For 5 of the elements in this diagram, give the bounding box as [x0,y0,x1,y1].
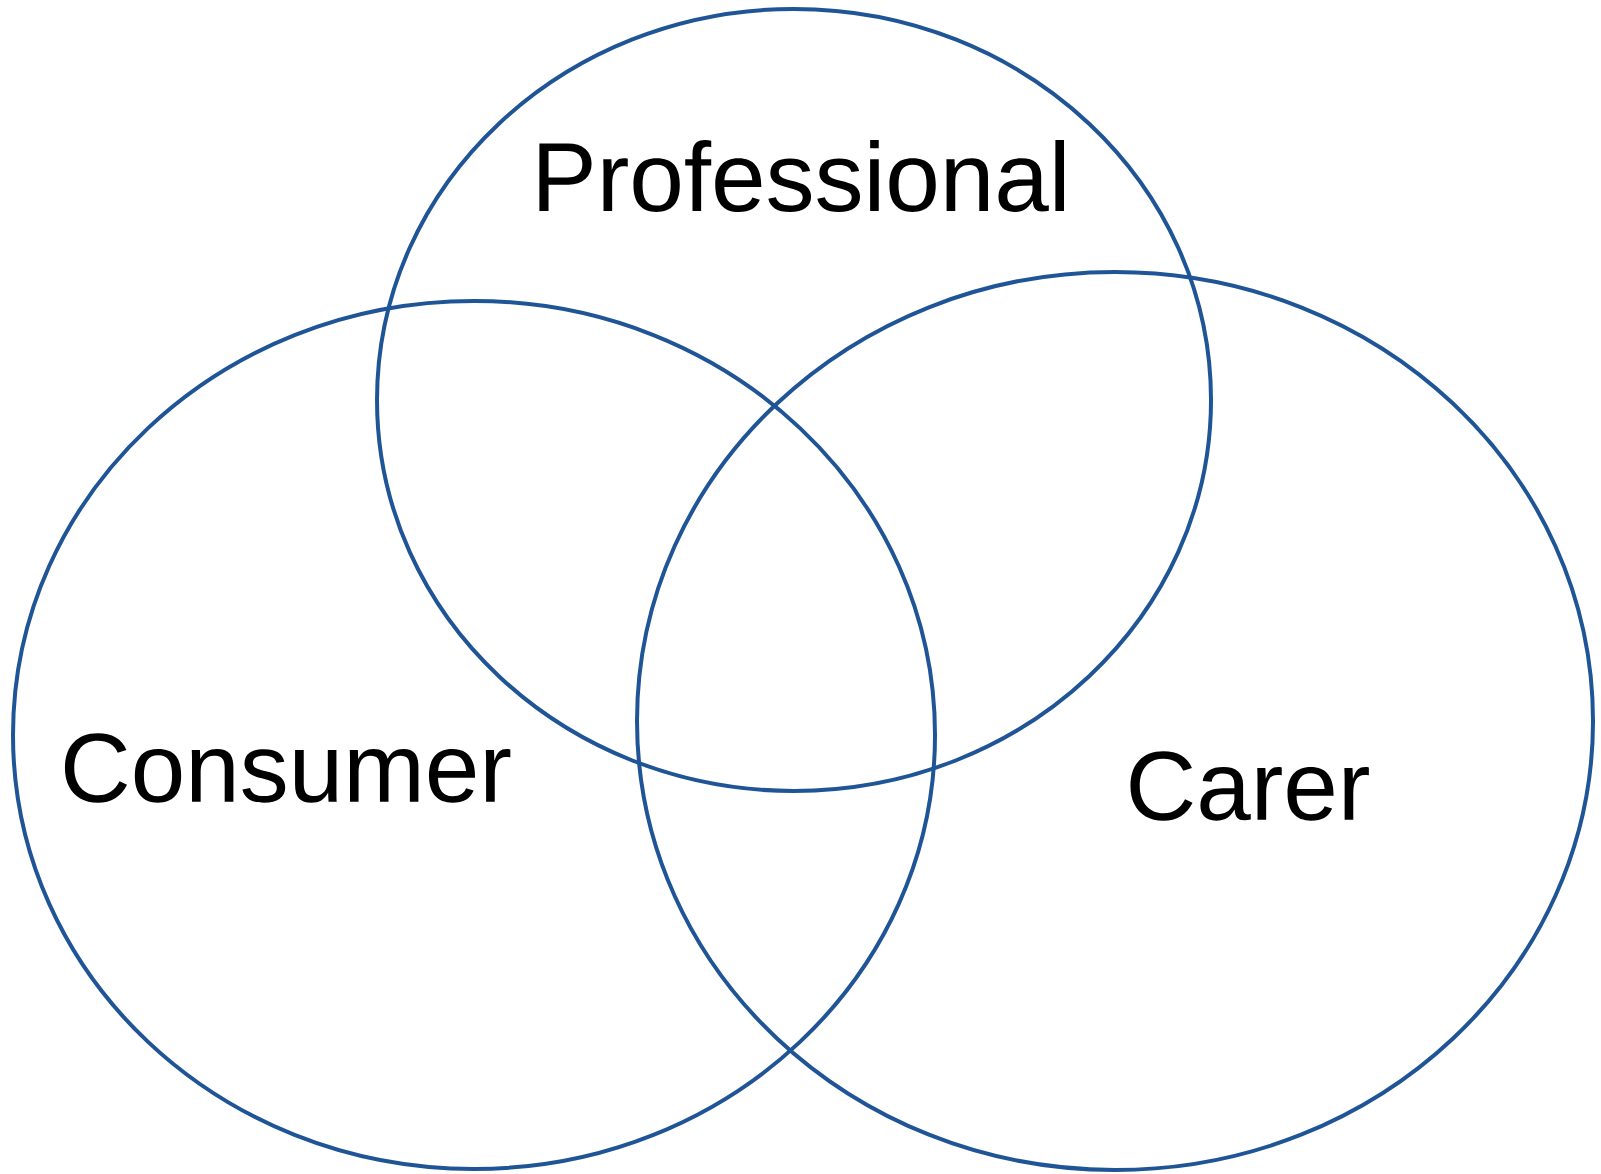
venn-ellipse [11,299,937,1171]
set-label: Consumer [64,733,511,803]
set-label: Professional [539,140,1064,212]
venn-ellipse [635,270,1595,1172]
set-label: Carer [1130,751,1369,821]
